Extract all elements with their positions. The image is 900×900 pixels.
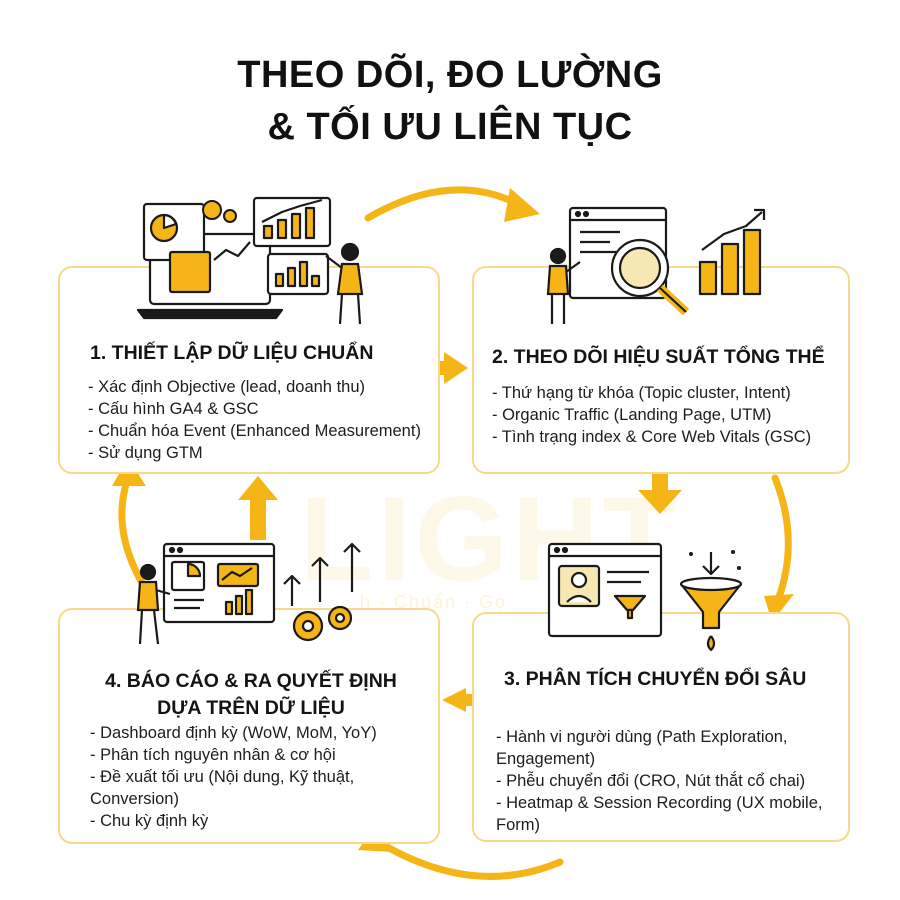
step-1-item: - Sử dụng GTM — [88, 444, 203, 462]
watermark-tagline: h · Chuẩn · Gọ — [360, 592, 508, 612]
conversion-funnel-illustration — [547, 542, 743, 652]
step-4-item: - Chu kỳ định kỳ — [90, 812, 209, 830]
report-growth-illustration — [136, 542, 361, 645]
step-3-list: - Hành vi người dùng (Path Exploration, … — [496, 726, 836, 836]
step-2-item: - Tình trạng index & Core Web Vitals (GS… — [492, 428, 812, 446]
step-4-item: - Dashboard định kỳ (WoW, MoM, YoY) — [90, 724, 377, 742]
step-3-item: - Phễu chuyển đổi (CRO, Nút thắt cổ chai… — [496, 772, 806, 790]
arrow-step4-to-1 — [238, 476, 278, 500]
step-1-item: - Xác định Objective (lead, doanh thu) — [88, 378, 365, 396]
arrow-step3-to-4 — [442, 688, 466, 712]
step-4-list: - Dashboard định kỳ (WoW, MoM, YoY) - Ph… — [90, 722, 430, 832]
step-3-item: - Hành vi người dùng (Path Exploration, … — [496, 728, 788, 768]
arrow-bottom-curve — [368, 834, 564, 880]
step-4-title-line-1: 4. BÁO CÁO & RA QUYẾT ĐỊNH — [105, 670, 397, 692]
dashboard-analytics-illustration — [136, 196, 364, 325]
step-4-title: 4. BÁO CÁO & RA QUYẾT ĐỊNH DỰA TRÊN DỮ L… — [60, 668, 442, 722]
step-4-item: - Đề xuất tối ưu (Nội dung, Kỹ thuật, Co… — [90, 768, 355, 808]
page-title-line-2: & TỐI ƯU LIÊN TỤC — [267, 106, 633, 148]
step-4-title-line-2: DỰA TRÊN DỮ LIỆU — [157, 697, 345, 719]
step-1-title: 1. THIẾT LẬP DỮ LIỆU CHUẨN — [90, 342, 374, 364]
step-card-3: 3. PHÂN TÍCH CHUYỂN ĐỔI SÂU - Hành vi ng… — [472, 612, 850, 842]
arrow-right-curve — [771, 474, 792, 604]
arrow-top-head — [504, 188, 540, 222]
arrow-left-curve — [118, 474, 149, 592]
arrow-step2-to-3-shaft — [652, 474, 668, 492]
step-2-title: 2. THEO DÕI HIỆU SUẤT TỔNG THỂ — [492, 346, 825, 368]
arrow-step2-to-3 — [638, 490, 682, 514]
step-4-item: - Phân tích nguyên nhân & cơ hội — [90, 746, 336, 764]
magnifier-report-illustration — [546, 206, 766, 324]
step-1-item: - Chuẩn hóa Event (Enhanced Measurement) — [88, 422, 421, 440]
step-card-1: 1. THIẾT LẬP DỮ LIỆU CHUẨN - Xác định Ob… — [58, 266, 440, 474]
page-title-line-1: THEO DÕI, ĐO LƯỜNG — [237, 54, 663, 96]
step-3-item: - Heatmap & Session Recording (UX mobile… — [496, 794, 823, 834]
step-1-list: - Xác định Objective (lead, doanh thu) -… — [88, 376, 421, 464]
step-1-item: - Cấu hình GA4 & GSC — [88, 400, 259, 418]
step-3-title: 3. PHÂN TÍCH CHUYỂN ĐỔI SÂU — [504, 668, 807, 690]
arrow-top-curve — [364, 186, 522, 222]
step-2-list: - Thứ hạng từ khóa (Topic cluster, Inten… — [492, 382, 811, 448]
step-card-2: 2. THEO DÕI HIỆU SUẤT TỔNG THỂ - Thứ hạn… — [472, 266, 850, 474]
arrow-step4-to-1-shaft — [250, 498, 266, 540]
step-2-item: - Organic Traffic (Landing Page, UTM) — [492, 406, 772, 424]
arrow-step1-to-2 — [444, 352, 468, 384]
step-2-item: - Thứ hạng từ khóa (Topic cluster, Inten… — [492, 384, 791, 402]
step-card-4: 4. BÁO CÁO & RA QUYẾT ĐỊNH DỰA TRÊN DỮ L… — [58, 608, 440, 844]
